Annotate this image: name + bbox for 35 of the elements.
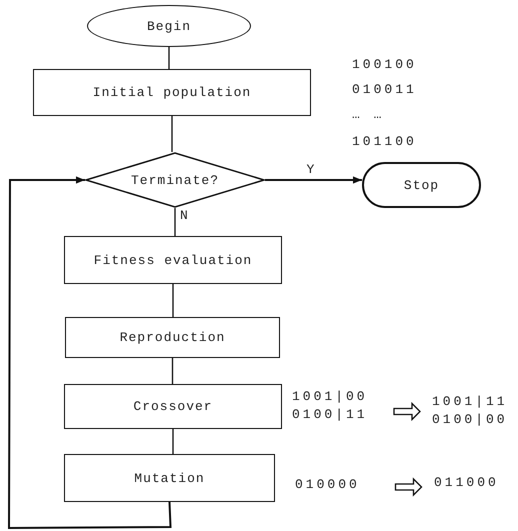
bit-string-text: 010000: [295, 476, 360, 494]
connector-line: [172, 358, 174, 384]
arrow: [8, 176, 172, 529]
node-label: Crossover: [133, 399, 213, 414]
decision-diamond: [85, 152, 265, 208]
chromosome-string: 010011: [352, 82, 417, 97]
arrow: [265, 176, 362, 184]
chromosome-string: 101100: [352, 134, 417, 149]
node-label: Terminate?: [130, 172, 219, 188]
connector-line: [172, 284, 174, 317]
stop-terminal: [362, 162, 481, 208]
connector-line: [174, 208, 176, 236]
chromosome-string: … …: [352, 107, 384, 122]
process-box: [64, 236, 282, 284]
bit-string-text: 011000: [434, 474, 499, 492]
transform-arrow: [394, 477, 422, 497]
connector-line: [172, 429, 174, 454]
node-label: Fitness evaluation: [94, 252, 252, 268]
transform-arrow: [393, 402, 421, 422]
bit-string-text: 1001|00: [292, 388, 368, 406]
connector-line: [168, 47, 170, 69]
node-label: Stop: [404, 178, 440, 192]
node-label: Reproduction: [120, 330, 226, 345]
node-label: Begin: [146, 18, 191, 34]
bit-string-text: 0100|11: [292, 406, 368, 424]
connector-line: [171, 116, 173, 152]
chromosome-string: 100100: [352, 57, 417, 72]
node-label: Initial population: [92, 85, 252, 100]
node-label: Mutation: [134, 470, 205, 486]
process-box: [65, 317, 280, 358]
bit-string-text: 1001|11: [432, 393, 508, 411]
process-box: [33, 69, 311, 116]
process-box: [64, 384, 282, 429]
process-box: [64, 454, 275, 502]
bit-string-text: 0100|00: [432, 411, 508, 429]
